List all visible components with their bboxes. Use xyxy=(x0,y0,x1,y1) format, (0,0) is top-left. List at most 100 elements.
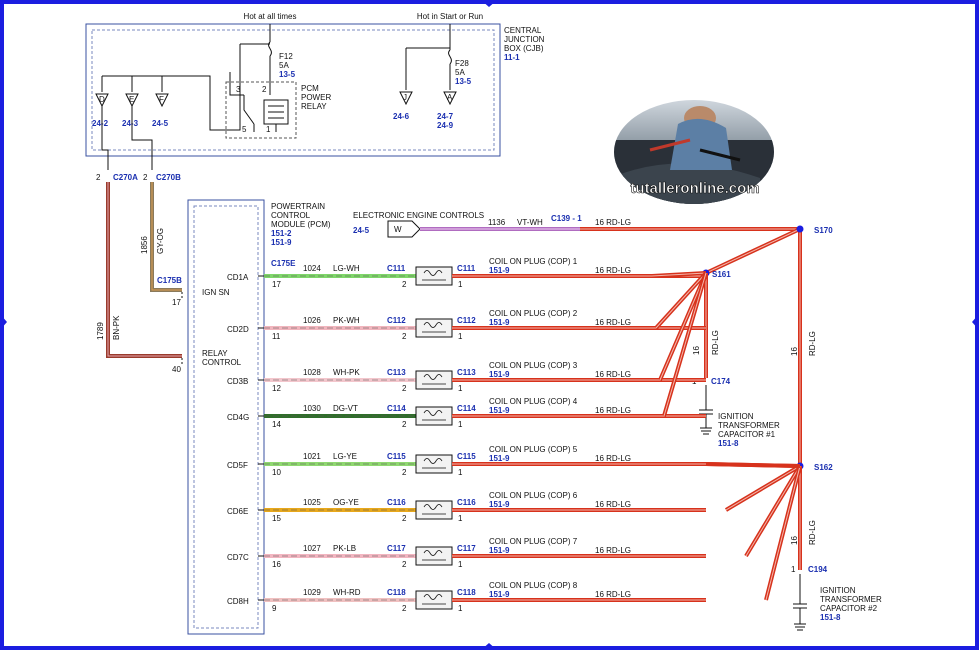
coil-7-power-wire-label: 16 RD-LG xyxy=(595,546,631,555)
coil-1-coil-winding xyxy=(422,270,446,281)
coil-1-pcm-pin-name: CD1A xyxy=(227,273,249,282)
coil-8-pcm-pin-number: 9 xyxy=(272,604,277,613)
f28-amps: 5A xyxy=(455,68,465,77)
coil-8-circuit-number: 1029 xyxy=(303,588,321,597)
svg-text:E: E xyxy=(129,95,134,104)
eec-label: ELECTRONIC ENGINE CONTROLS xyxy=(353,211,484,220)
coil-2-ref: 151-9 xyxy=(489,318,510,327)
capacitor-2-name-3: CAPACITOR #2 xyxy=(820,604,878,613)
coil-1-connector-out: C111 xyxy=(457,264,476,273)
coil-6-pin-out: 1 xyxy=(458,514,463,523)
c175b-pin: 17 xyxy=(172,298,181,307)
s162-wire-num: 16 xyxy=(790,536,799,545)
coil-1-name: COIL ON PLUG (COP) 1 xyxy=(489,257,578,266)
c194-pin: 1 xyxy=(791,565,796,574)
coil-3-connector-out: C113 xyxy=(457,368,476,377)
coil-8-connector-in: C118 xyxy=(387,588,406,597)
coil-7-coil-winding xyxy=(422,550,446,561)
coil-2-connector-in: C112 xyxy=(387,316,406,325)
cjb-terminal-d: D 24-2 xyxy=(92,93,109,128)
coil-4-pin-out: 1 xyxy=(458,420,463,429)
coil-3-wire-color: WH-PK xyxy=(333,368,360,377)
s161-wire-num: 16 xyxy=(692,346,701,355)
coil-8-pin-in: 2 xyxy=(402,604,407,613)
capacitor-2-symbol xyxy=(793,574,807,631)
f28-label: F28 xyxy=(455,59,469,68)
coil-8-pcm-pin-name: CD8H xyxy=(227,597,249,606)
svg-text:24-2: 24-2 xyxy=(92,119,109,128)
wire-1789-color: BN-PK xyxy=(112,315,121,340)
coil-4-pcm-pin-number: 14 xyxy=(272,420,281,429)
gy-og-wire-stripe xyxy=(151,182,182,291)
coil-7-coil-icon xyxy=(415,546,453,566)
s170-s161-stripe xyxy=(705,228,801,274)
coil-8-power-wire-label: 16 RD-LG xyxy=(595,590,631,599)
left-feed-lines xyxy=(101,75,163,92)
coil-7-connector-in: C117 xyxy=(387,544,406,553)
coil-6-connector-in: C116 xyxy=(387,498,406,507)
relay-label-2: POWER xyxy=(301,93,331,102)
f12-fuse xyxy=(130,24,272,131)
coil-2-pin-out: 1 xyxy=(458,332,463,341)
coil-2-coil-winding xyxy=(422,322,446,333)
svg-text:A: A xyxy=(447,93,453,102)
coil-2-power-wire-label: 16 RD-LG xyxy=(595,318,631,327)
svg-text:F: F xyxy=(159,95,164,104)
f28-fuse xyxy=(405,24,452,90)
relay-label-1: PCM xyxy=(301,84,319,93)
c270a-pin: 2 xyxy=(96,173,101,182)
s161-label: S161 xyxy=(712,270,731,279)
s170-wire-color: RD-LG xyxy=(808,331,817,356)
eec-wire: 16 RD-LG xyxy=(595,218,631,227)
coil-7-connector-out: C117 xyxy=(457,544,476,553)
coil-4-pin-in: 2 xyxy=(402,420,407,429)
watermark-text: tutalleronline.com xyxy=(630,180,759,197)
splice-s170 xyxy=(796,225,804,233)
coil-5-name: COIL ON PLUG (COP) 5 xyxy=(489,445,578,454)
coil-6-power-wire-label: 16 RD-LG xyxy=(595,500,631,509)
relay-switch-coil xyxy=(229,72,289,132)
coil-7-ref: 151-9 xyxy=(489,546,510,555)
coil-6-name: COIL ON PLUG (COP) 6 xyxy=(489,491,578,500)
pcm-ref-2: 151-9 xyxy=(271,238,292,247)
ign-sn-label: IGN SN xyxy=(202,288,230,297)
coil-1-pin-out: 1 xyxy=(458,280,463,289)
cjb-terminal-f: F 24-5 xyxy=(152,93,169,128)
s170-label: S170 xyxy=(814,226,833,235)
svg-text:24-3: 24-3 xyxy=(122,119,139,128)
eec-ref: 24-5 xyxy=(353,226,370,235)
coil-6-pcm-pin-name: CD6E xyxy=(227,507,248,516)
svg-text:24-7: 24-7 xyxy=(437,112,454,121)
coil-2-coil-icon xyxy=(415,318,453,338)
capacitor-1-name-2: TRANSFORMER xyxy=(718,421,780,430)
wire-1789-num: 1789 xyxy=(96,322,105,340)
coil-6-splice-branch-stripe xyxy=(725,465,801,511)
coil-1-power-wire-label: 16 RD-LG xyxy=(595,266,631,275)
s162-label: S162 xyxy=(814,463,833,472)
c270b-label: C270B xyxy=(156,173,181,182)
cjb-ref: 11-1 xyxy=(504,53,520,62)
coil-3-connector-in: C113 xyxy=(387,368,406,377)
c194-label: C194 xyxy=(808,565,828,574)
c175e-label: C175E xyxy=(271,259,296,268)
coil-8-coil-icon xyxy=(415,590,453,610)
relay-pin-3: 3 xyxy=(236,85,241,94)
coil-2-splice-branch-stripe xyxy=(655,272,707,329)
cjb-exit-lines xyxy=(101,106,153,170)
coil-8-coil-winding xyxy=(422,594,446,605)
coil-8-name: COIL ON PLUG (COP) 8 xyxy=(489,581,578,590)
pcm-title-1: POWERTRAIN xyxy=(271,202,325,211)
pcm-inner-box xyxy=(193,205,259,629)
coil-3-name: COIL ON PLUG (COP) 3 xyxy=(489,361,578,370)
coil-1-coil-icon xyxy=(415,266,453,286)
s161-wire-color: RD-LG xyxy=(711,330,720,355)
coil-7-pin-out: 1 xyxy=(458,560,463,569)
bn-pk-wire-stripe xyxy=(107,182,182,357)
coil-4-splice-branch-stripe xyxy=(663,272,707,417)
coil-8-wire-color: WH-RD xyxy=(333,588,361,597)
eec-connector-box: W xyxy=(387,220,421,238)
s162-wire-color: RD-LG xyxy=(808,520,817,545)
